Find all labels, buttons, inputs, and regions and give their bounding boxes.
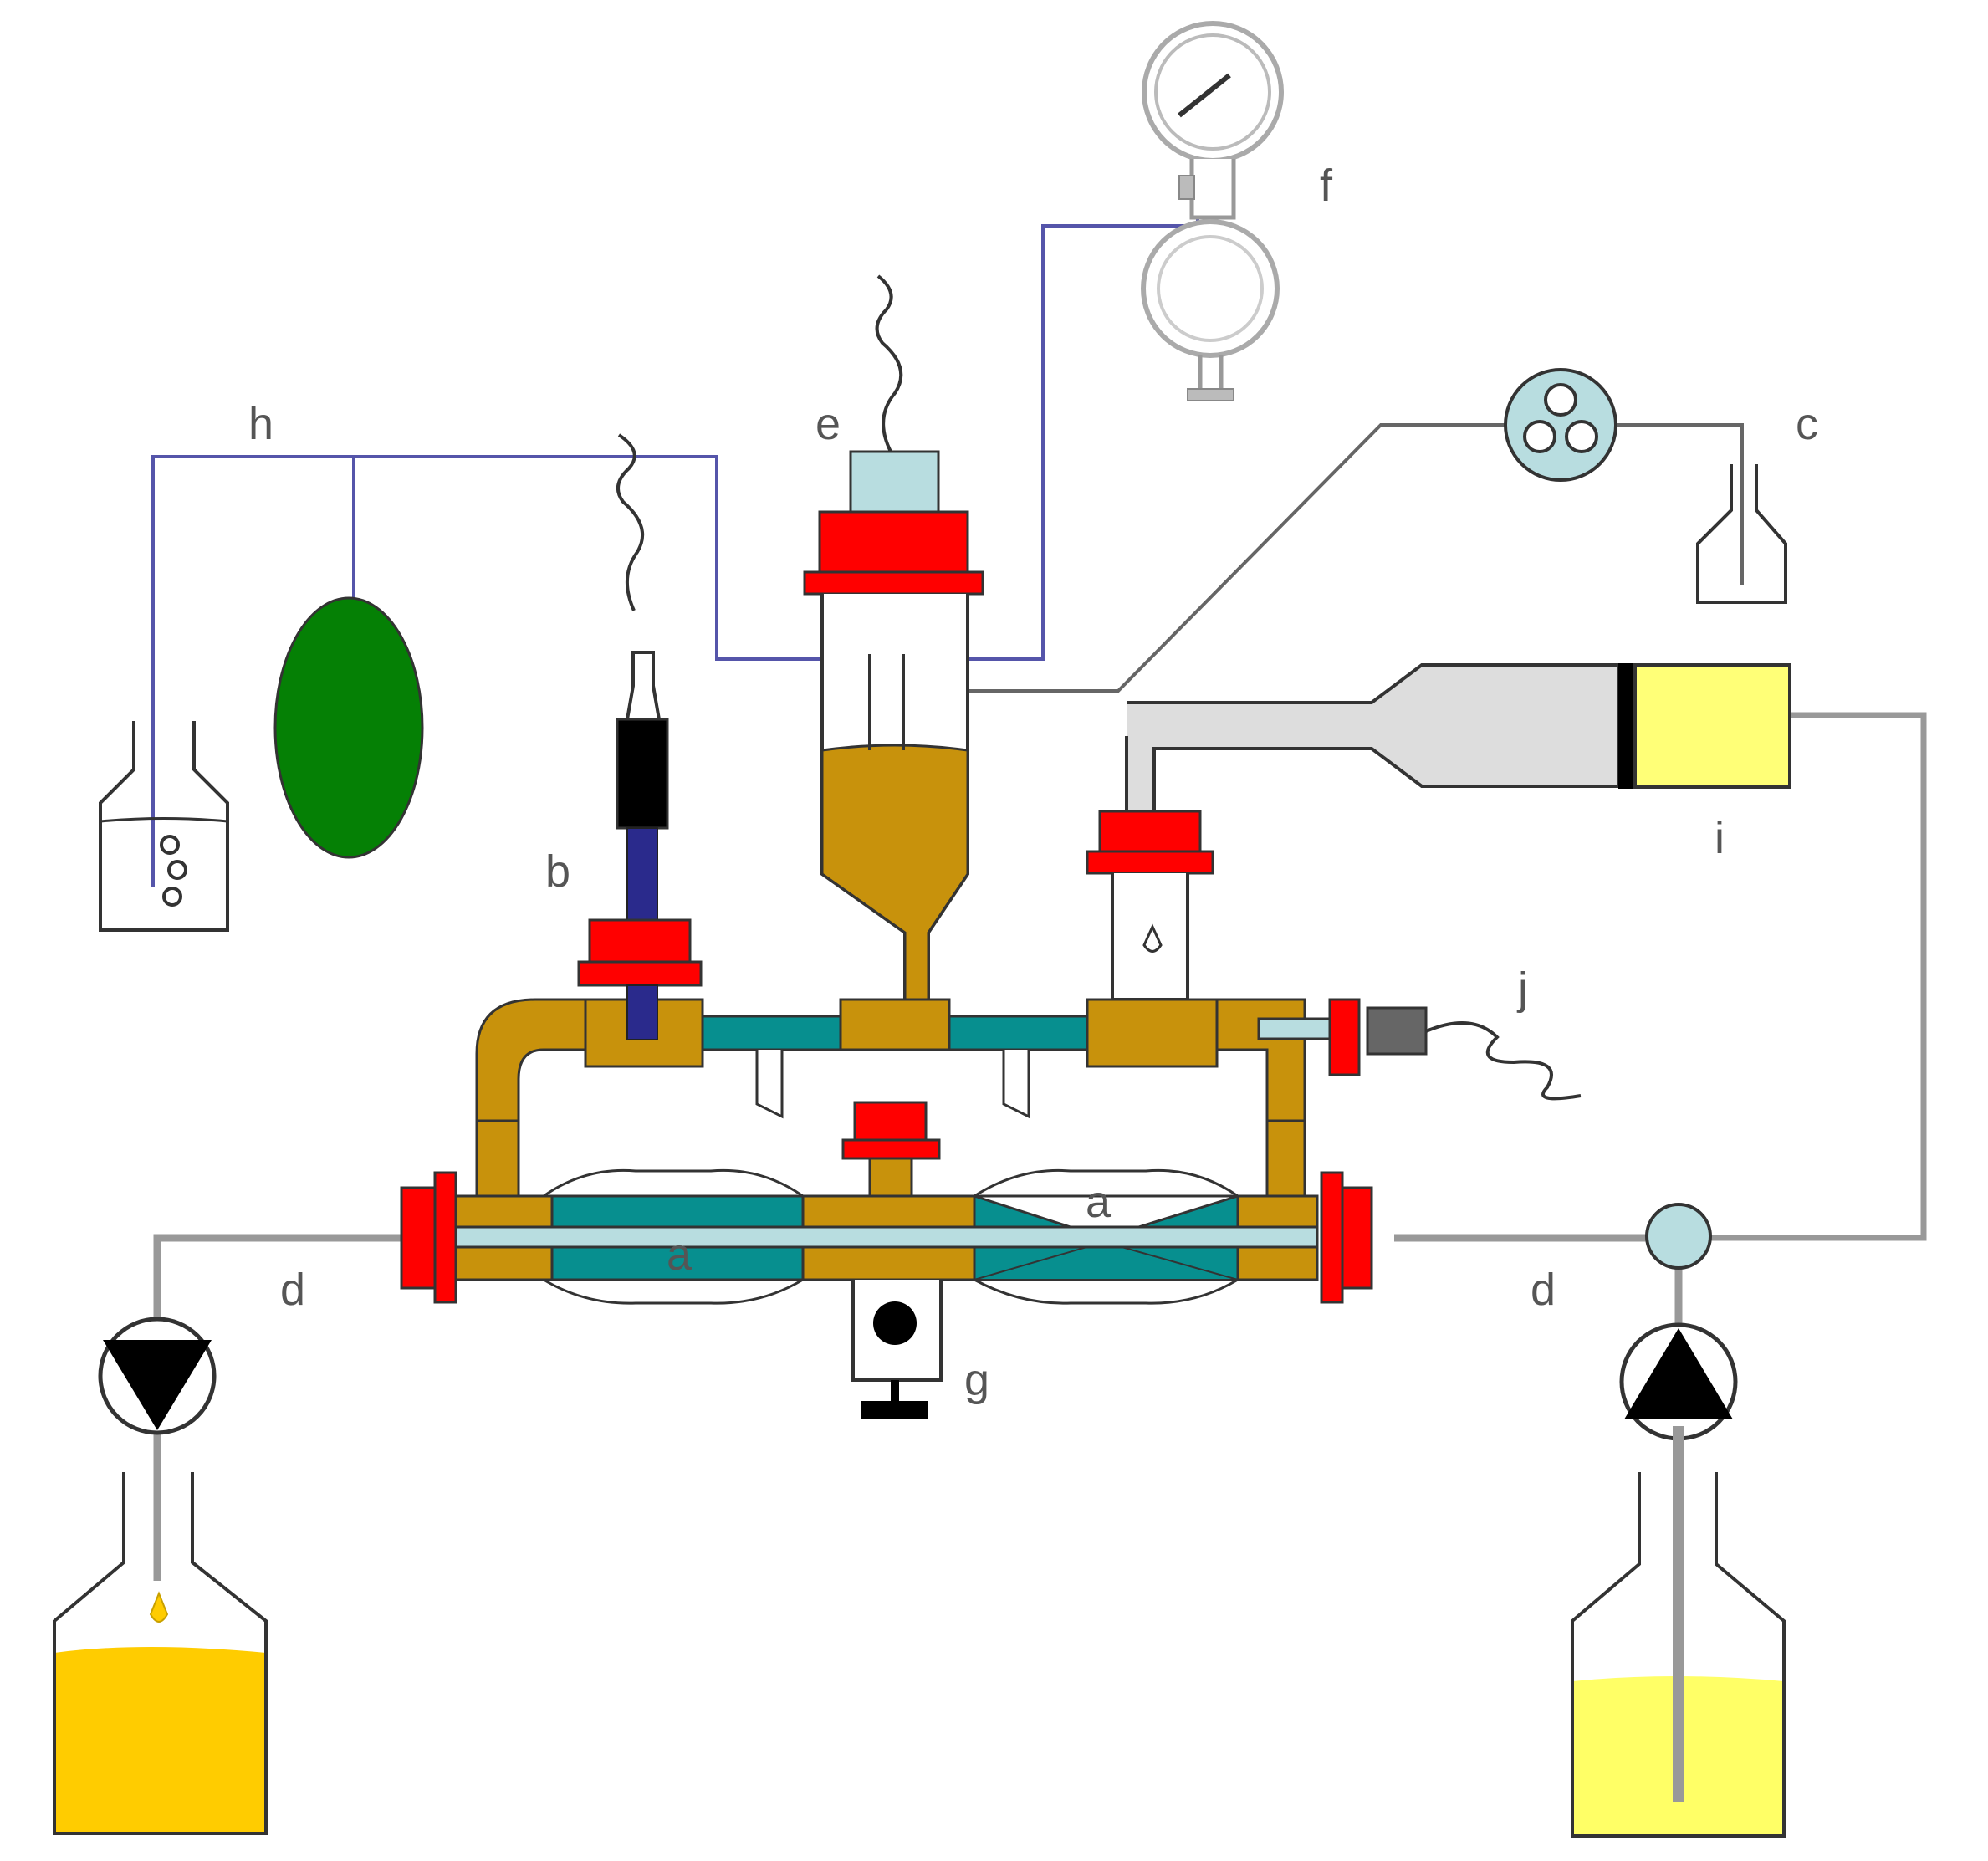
- label-c: c: [1796, 399, 1818, 449]
- reservoir-funnel: [803, 274, 984, 1022]
- gas-bubbler: [99, 721, 229, 932]
- dosing-port: [1086, 810, 1214, 1001]
- label-d-left: d: [280, 1265, 305, 1315]
- gas-balloon: [273, 596, 424, 859]
- pump-left: [98, 1317, 217, 1435]
- label-j: j: [1516, 964, 1528, 1014]
- pump-right: [1619, 1322, 1738, 1441]
- temperature-probe: [1257, 998, 1582, 1101]
- label-a-upper: a: [1086, 1177, 1112, 1227]
- three-way-valve: [1645, 1203, 1712, 1270]
- feed-line-left: [153, 1234, 404, 1322]
- label-g: g: [964, 1355, 989, 1405]
- sampling-line: [968, 423, 1505, 693]
- label-b: b: [545, 846, 570, 897]
- label-d-right: d: [1531, 1265, 1556, 1315]
- sample-vial: [1696, 464, 1787, 604]
- label-f: f: [1320, 161, 1333, 211]
- label-e: e: [815, 399, 841, 449]
- drain-valve: [851, 1280, 943, 1419]
- tubing: [151, 211, 1927, 1802]
- syringe-return-line: [1706, 712, 1927, 1241]
- syringe-pump: [1125, 663, 1791, 813]
- membrane-module: [400, 1101, 1373, 1305]
- label-a-lower: a: [667, 1230, 692, 1280]
- pressure-gauge: [1141, 21, 1284, 401]
- component-labels: h e f c b i j a a d d g: [248, 161, 1818, 1405]
- label-h: h: [248, 399, 273, 449]
- collection-bottle-left: [53, 1472, 268, 1835]
- feed-bottle-right: [1571, 1426, 1786, 1838]
- gas-line-h: [151, 455, 822, 887]
- label-i: i: [1715, 813, 1725, 863]
- sampling-pump: [1504, 368, 1617, 482]
- sampling-line-to-vessel: [1617, 423, 1744, 585]
